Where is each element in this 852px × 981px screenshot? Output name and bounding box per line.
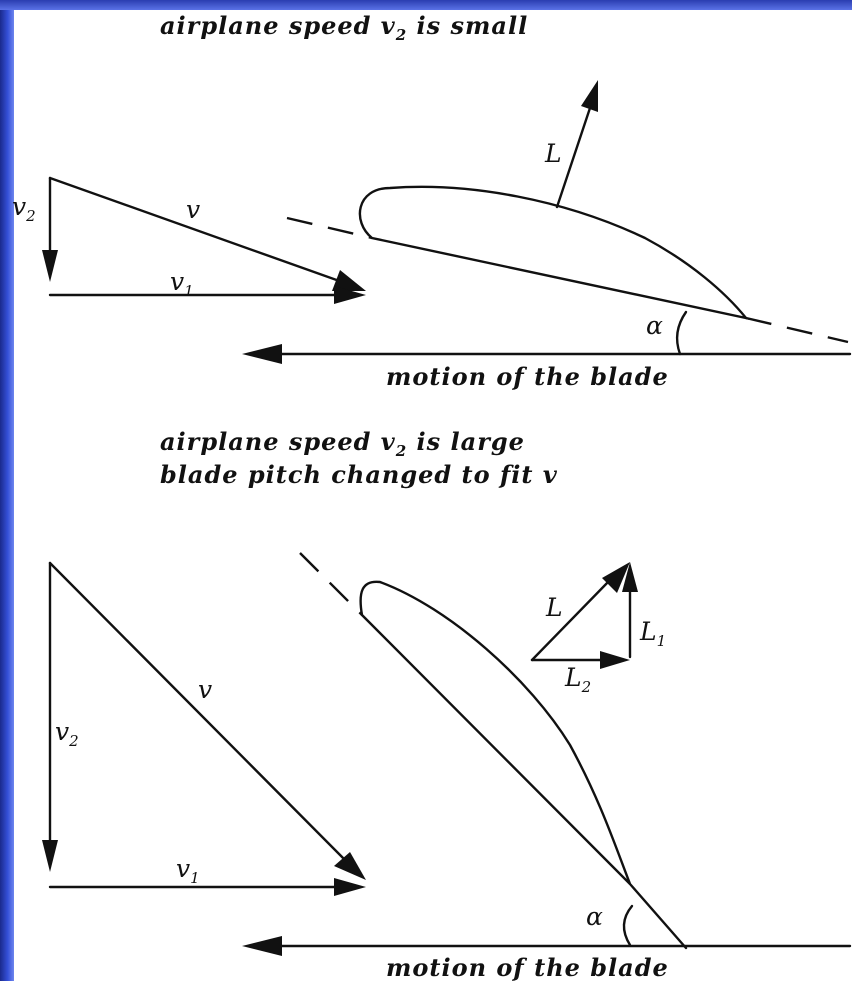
- bottom-caption-line2: blade pitch changed to fit v: [160, 460, 558, 489]
- slide-frame-left: [0, 0, 14, 981]
- slide-frame-top: [0, 0, 852, 10]
- bottom-v-arrow: [48, 561, 352, 867]
- top-v1-label: v1: [170, 267, 194, 300]
- top-v1-arrowhead: [334, 286, 366, 304]
- bottom-lift-arrow: [530, 578, 612, 662]
- bottom-lift-label: L: [545, 593, 563, 622]
- top-chord-line-left: [286, 216, 373, 240]
- bottom-v2-label: v2: [55, 717, 79, 750]
- bottom-v1-arrowhead: [334, 878, 366, 896]
- top-v-arrow: [48, 176, 347, 285]
- top-lift-arrowhead: [581, 80, 598, 112]
- top-lift-label: L: [544, 139, 562, 168]
- top-v2-arrowhead: [42, 250, 58, 282]
- top-alpha-label: α: [646, 311, 663, 340]
- top-airfoil: [358, 185, 750, 320]
- bottom-airfoil: [359, 580, 632, 885]
- top-motion-arrowhead: [242, 344, 282, 364]
- top-v2-label: v2: [12, 192, 36, 225]
- top-v-label: v: [186, 195, 200, 224]
- top-motion-label: motion of the blade: [386, 362, 669, 391]
- top-chord-line-right: [745, 316, 849, 344]
- top-v-arrowhead: [332, 270, 366, 291]
- bottom-chord-line-left: [299, 552, 363, 616]
- bottom-lift-triangle: [530, 562, 638, 669]
- bottom-lift2-arrowhead: [600, 651, 630, 669]
- bottom-motion-arrowhead: [242, 936, 282, 956]
- bottom-v-label: v: [198, 675, 212, 704]
- bottom-caption-line1: airplane speed v2 is large: [160, 427, 525, 460]
- top-angle-arc: [675, 310, 688, 356]
- bottom-v2-arrowhead: [42, 840, 58, 872]
- bottom-v1-label: v1: [176, 854, 200, 887]
- bottom-lift1-label: L1: [639, 617, 666, 650]
- bottom-chord-line-right: [628, 882, 688, 950]
- bottom-angle-arc: [622, 904, 634, 947]
- top-caption: airplane speed v2 is small: [160, 11, 528, 44]
- bottom-lift2-label: L2: [564, 663, 591, 696]
- top-velocity-triangle: [42, 176, 366, 304]
- bottom-v-arrowhead: [334, 852, 366, 880]
- bottom-motion-label: motion of the blade: [386, 953, 669, 981]
- bottom-velocity-triangle: [42, 561, 366, 896]
- bottom-lift1-arrowhead: [622, 562, 638, 592]
- bottom-alpha-label: α: [586, 902, 603, 931]
- bottom-lift-arrowhead: [602, 562, 630, 593]
- top-lift-arrow: [555, 106, 592, 209]
